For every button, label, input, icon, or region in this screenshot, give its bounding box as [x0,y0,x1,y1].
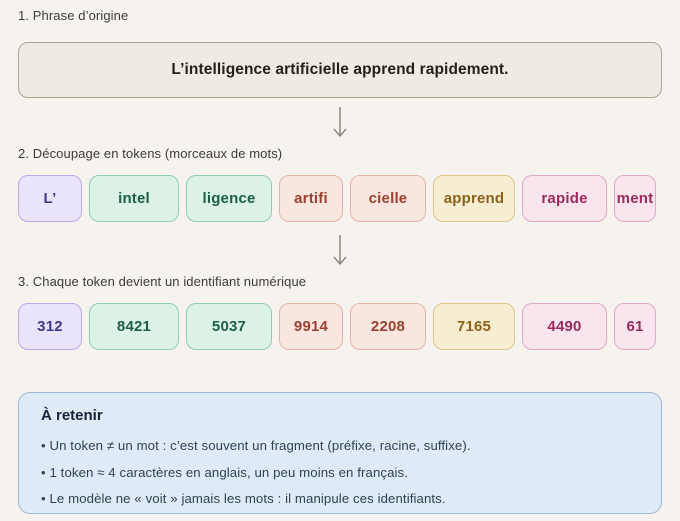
note-bullet: Le modèle ne « voit » jamais les mots : … [41,486,639,513]
token-id-chip: 7165 [433,303,515,350]
sentence-box: L’intelligence artificielle apprend rapi… [18,42,662,98]
token-id-chip: 61 [614,303,656,350]
note-bullet: Un token ≠ un mot : c’est souvent un fra… [41,433,639,460]
step2-label: 2. Découpage en tokens (morceaux de mots… [18,146,283,161]
token-chip: artifi [279,175,343,222]
token-id-chip: 2208 [350,303,426,350]
token-chip: L’ [18,175,82,222]
token-chip: intel [89,175,179,222]
token-id-chip: 312 [18,303,82,350]
token-id-chip: 8421 [89,303,179,350]
token-chip: apprend [433,175,515,222]
token-chip: ligence [186,175,272,222]
token-chip: rapide [522,175,607,222]
note-box: À retenir Un token ≠ un mot : c’est souv… [18,392,662,514]
token-id-chip: 9914 [279,303,343,350]
down-arrow-icon [333,235,347,266]
step3-label: 3. Chaque token devient un identifiant n… [18,274,307,289]
step1-label: 1. Phrase d’origine [18,8,129,23]
note-list: Un token ≠ un mot : c’est souvent un fra… [41,433,639,513]
token-id-chip: 4490 [522,303,607,350]
sentence-text: L’intelligence artificielle apprend rapi… [171,61,509,78]
arrow-wrap-2 [18,234,662,268]
note-bullet: 1 token ≈ 4 caractères en anglais, un pe… [41,460,639,487]
arrow-wrap-1 [18,106,662,140]
token-chip: ment [614,175,656,222]
down-arrow-icon [333,107,347,138]
token-chip: cielle [350,175,426,222]
token-id-chip: 5037 [186,303,272,350]
note-title: À retenir [41,407,103,424]
